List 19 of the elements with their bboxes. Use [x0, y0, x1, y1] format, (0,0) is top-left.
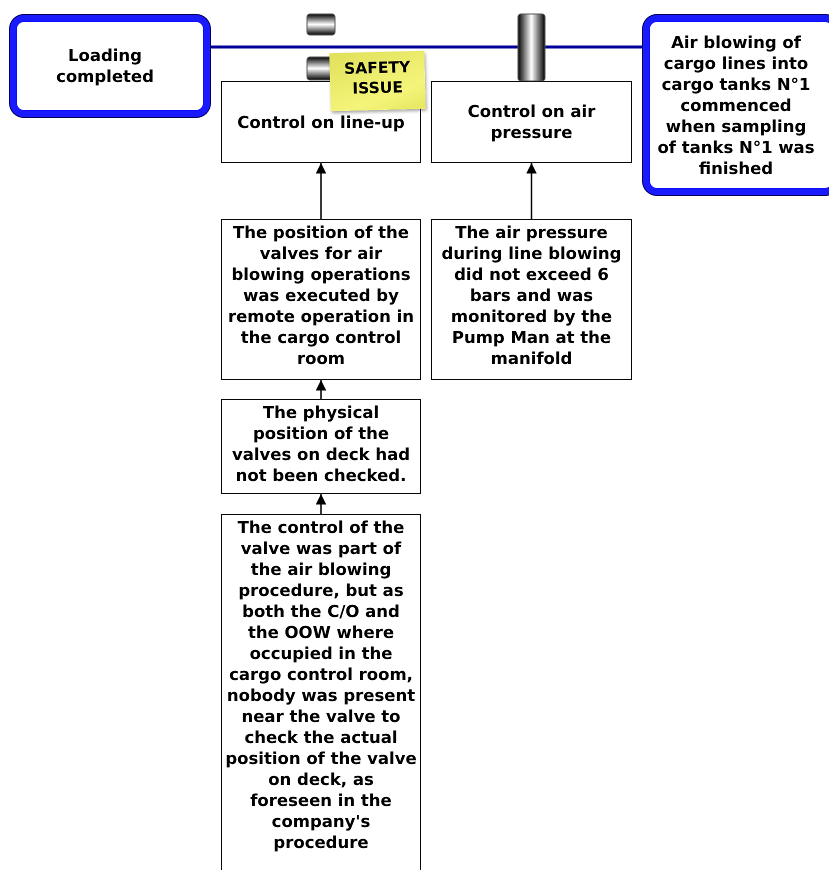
barrier-box [431, 81, 632, 163]
node-text: Air blowing of cargo lines into cargo tanks N°1 commenced when sampling of tanks N°1 was finished [656, 32, 816, 178]
arrow [316, 494, 326, 514]
factor-box [221, 399, 421, 494]
sticky-note [329, 50, 426, 112]
timeline-line [210, 46, 643, 48]
arrow [316, 380, 326, 399]
arrow [526, 163, 537, 219]
node-text: The control of the valve was part of the air blowing procedure, but as both the C/O and the OOW where occupied in the cargo control room, nobody was present near the valve to check the actual position of the valve on deck, as foreseen in the company's procedure [225, 517, 417, 853]
node-text: Control on air pressure [466, 101, 596, 143]
node-text: The position of the valves for air blowing operations was executed by remote operation in the cargo control room [226, 222, 416, 369]
event-box [10, 15, 210, 117]
node-text: The physical position of the valves on deck had not been checked. [230, 402, 412, 486]
factor-box [431, 219, 632, 380]
node-text: Control on line-up [237, 112, 405, 132]
note-text: SAFETY ISSUE [342, 57, 412, 100]
node-text: The air pressure during line blowing did not exceed 6 bars and was monitored by the Pump Man at the manifold [440, 222, 622, 369]
arrow [316, 163, 326, 219]
node-text: Loading completed [55, 45, 155, 87]
